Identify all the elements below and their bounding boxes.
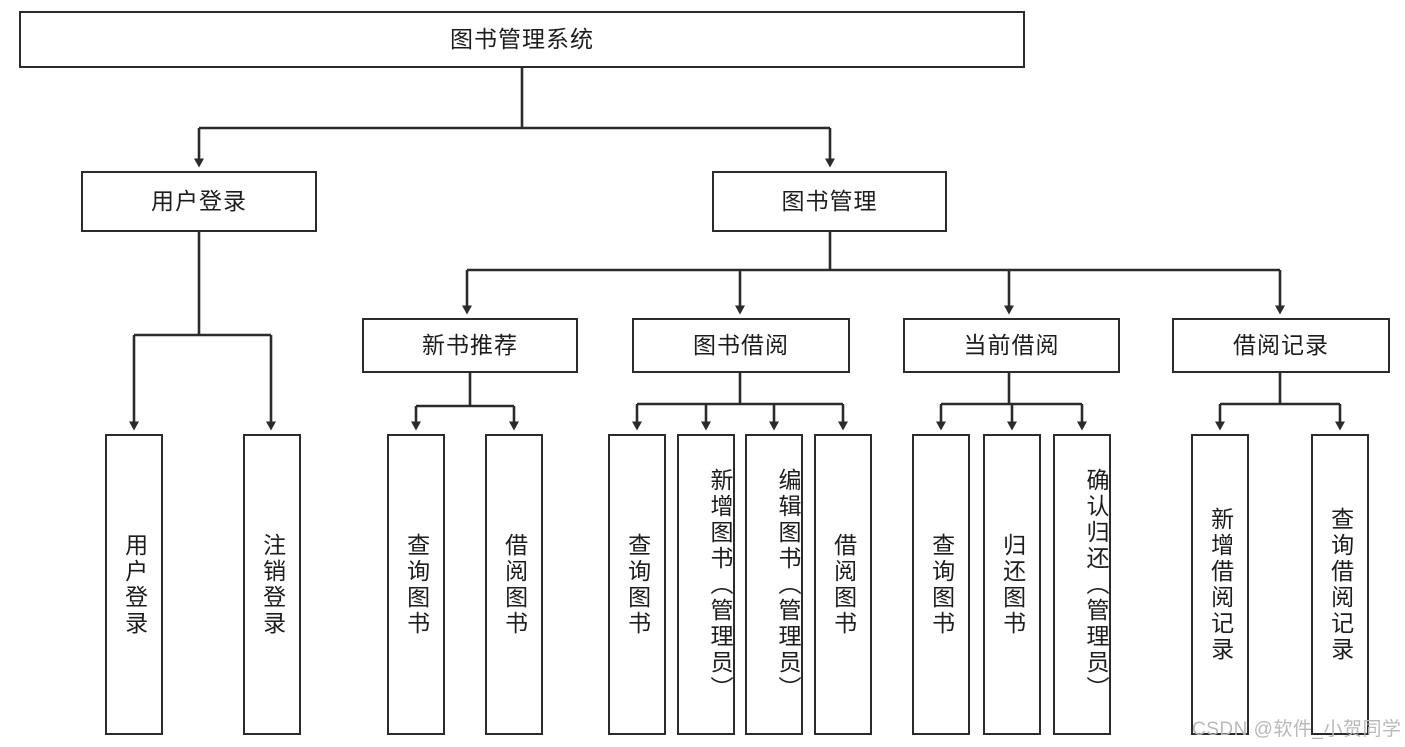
node-new-book-recommend-label: 新书推荐 xyxy=(422,331,518,358)
node-book-manage-label: 图书管理 xyxy=(781,187,878,214)
node-leaf-return-book[interactable]: 归还图书 xyxy=(983,434,1041,735)
node-root[interactable]: 图书管理系统 xyxy=(19,11,1025,68)
node-leaf-confirm-return[interactable]: 确认归还（管理员） xyxy=(1053,434,1111,735)
node-leaf-borrow-book-1[interactable]: 借阅图书 xyxy=(485,434,543,735)
node-user-login-label: 用户登录 xyxy=(151,187,247,214)
node-leaf-user-login[interactable]: 用户登录 xyxy=(105,434,163,735)
node-book-manage[interactable]: 图书管理 xyxy=(712,171,947,232)
node-leaf-logout[interactable]: 注销登录 xyxy=(243,434,301,735)
node-book-borrow-label: 图书借阅 xyxy=(693,331,789,358)
node-leaf-add-book-label: 新增图书（管理员） xyxy=(707,467,733,702)
node-leaf-add-record-label: 新增借阅记录 xyxy=(1207,506,1234,663)
node-leaf-borrow-book-2-label: 借阅图书 xyxy=(830,532,857,637)
node-root-label: 图书管理系统 xyxy=(450,25,594,52)
node-current-borrow[interactable]: 当前借阅 xyxy=(903,318,1120,373)
node-leaf-query-book-3-label: 查询图书 xyxy=(928,532,955,637)
node-leaf-user-login-label: 用户登录 xyxy=(121,532,148,637)
node-leaf-query-book-2[interactable]: 查询图书 xyxy=(608,434,666,735)
node-leaf-return-book-label: 归还图书 xyxy=(999,532,1026,637)
node-leaf-query-record[interactable]: 查询借阅记录 xyxy=(1311,434,1369,735)
node-leaf-query-book-2-label: 查询图书 xyxy=(624,532,651,637)
node-leaf-query-book-3[interactable]: 查询图书 xyxy=(912,434,970,735)
node-leaf-query-book-1[interactable]: 查询图书 xyxy=(387,434,445,735)
watermark: CSDN @软件_小贺同学 xyxy=(1192,719,1402,740)
node-leaf-add-book[interactable]: 新增图书（管理员） xyxy=(677,434,735,735)
node-leaf-confirm-return-label: 确认归还（管理员） xyxy=(1083,467,1109,702)
node-leaf-query-book-1-label: 查询图书 xyxy=(403,532,430,637)
node-current-borrow-label: 当前借阅 xyxy=(963,331,1060,358)
node-leaf-borrow-book-2[interactable]: 借阅图书 xyxy=(814,434,872,735)
node-borrow-record[interactable]: 借阅记录 xyxy=(1172,318,1390,373)
node-leaf-logout-label: 注销登录 xyxy=(259,532,286,637)
node-user-login[interactable]: 用户登录 xyxy=(81,171,317,232)
node-new-book-recommend[interactable]: 新书推荐 xyxy=(362,318,578,373)
node-leaf-query-record-label: 查询借阅记录 xyxy=(1327,506,1354,663)
node-leaf-edit-book[interactable]: 编辑图书（管理员） xyxy=(745,434,803,735)
node-leaf-edit-book-label: 编辑图书（管理员） xyxy=(775,467,801,702)
node-leaf-add-record[interactable]: 新增借阅记录 xyxy=(1191,434,1249,735)
node-book-borrow[interactable]: 图书借阅 xyxy=(632,318,850,373)
node-borrow-record-label: 借阅记录 xyxy=(1233,331,1329,358)
node-leaf-borrow-book-1-label: 借阅图书 xyxy=(501,532,528,637)
